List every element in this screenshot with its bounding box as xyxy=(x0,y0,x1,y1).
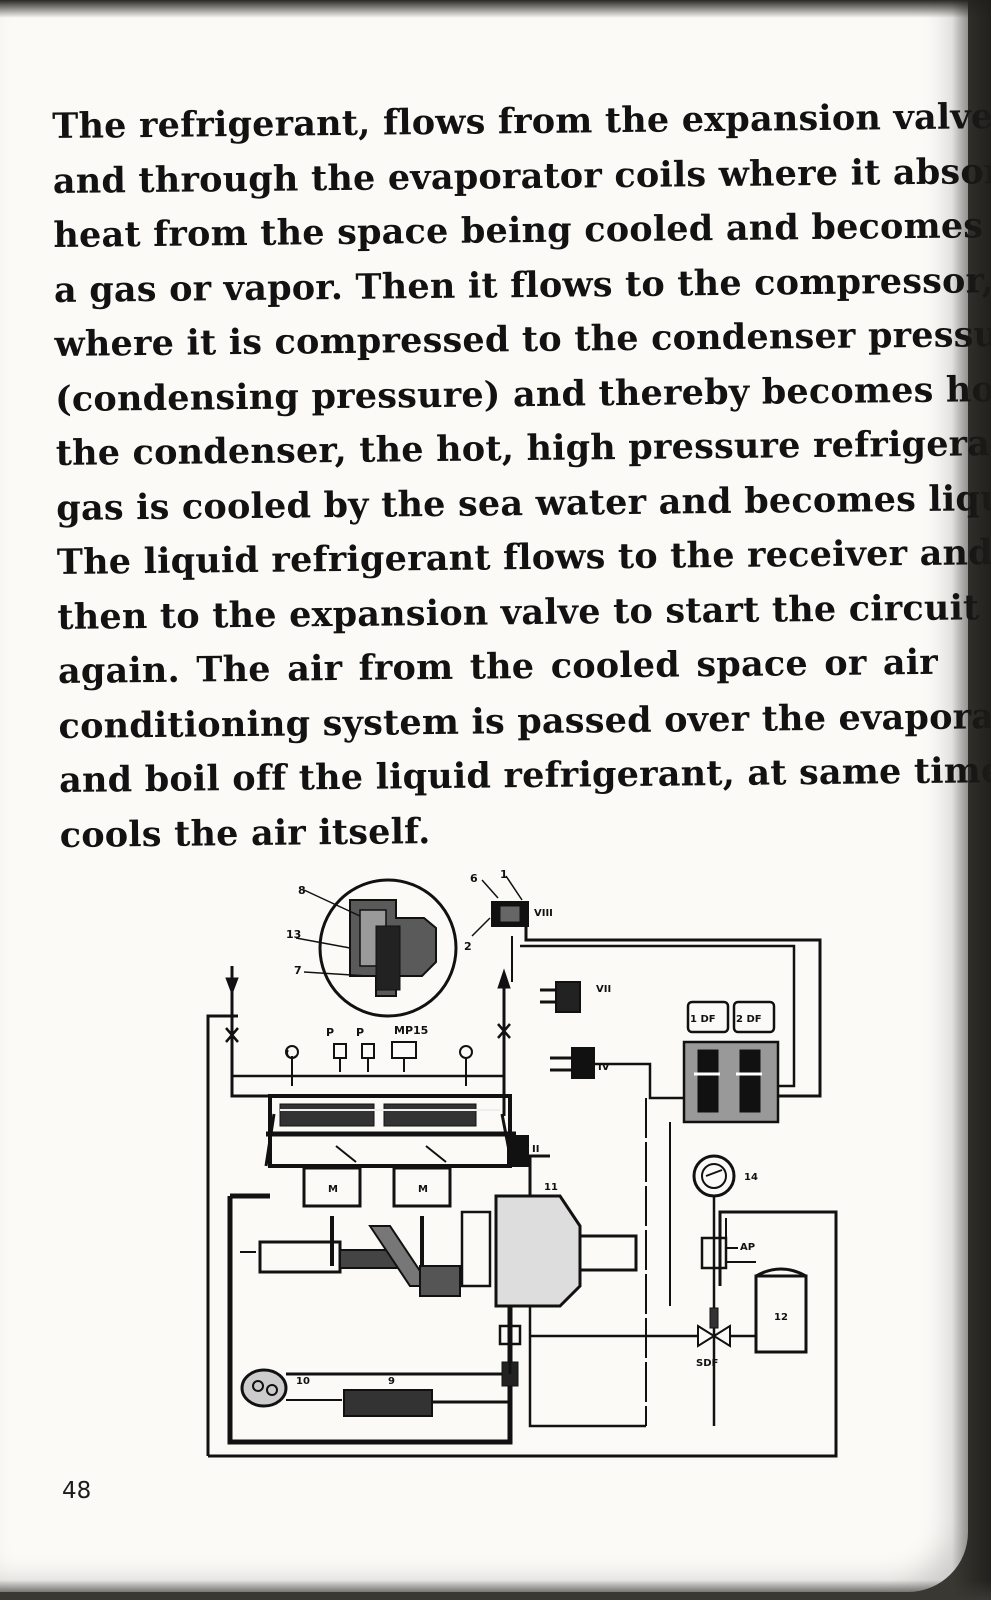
text-line: where it is compressed to the condenser … xyxy=(54,313,991,365)
label-ap: AP xyxy=(740,1242,755,1253)
label-p3: P xyxy=(356,1026,364,1039)
page-edge-shadow xyxy=(952,0,991,1600)
label-sdf: SDF xyxy=(696,1358,718,1369)
label-m1: M xyxy=(328,1184,338,1195)
text-line: cools the air itself. xyxy=(59,810,431,856)
label-mp15: MP15 xyxy=(394,1024,428,1037)
text-line: heat from the space being cooled and bec… xyxy=(53,205,984,256)
label-vii: VII xyxy=(596,984,611,995)
text-line: gas is cooled by the sea water and becom… xyxy=(56,477,991,529)
page-number: 48 xyxy=(62,1478,92,1504)
text-line: a gas or vapor. Then it flows to the com… xyxy=(53,259,991,311)
label-iv: IV xyxy=(598,1062,610,1073)
text-line: The refrigerant, flows from the expansio… xyxy=(52,96,991,147)
text-line: The liquid refrigerant flows to the rece… xyxy=(56,532,991,583)
label-14: 14 xyxy=(744,1172,758,1183)
text-line: the condenser, the hot, high pressure re… xyxy=(55,422,991,474)
label-10: 10 xyxy=(296,1376,310,1387)
label-2: 2 xyxy=(464,940,472,953)
label-p2: P xyxy=(326,1026,334,1039)
body-paragraph: The refrigerant, flows from the expansio… xyxy=(52,91,991,863)
refrigeration-system-diagram: 8 13 7 6 1 2 VIII VII IV II P P MP15 1 D… xyxy=(206,868,838,1458)
label-11: 11 xyxy=(544,1182,558,1193)
text-line: and boil off the liquid refrigerant, at … xyxy=(58,750,991,801)
label-9: 9 xyxy=(388,1376,395,1387)
label-6: 6 xyxy=(470,872,478,885)
text-line: and through the evaporator coils where i… xyxy=(52,150,991,202)
top-shadow xyxy=(0,0,991,18)
text-line: again. The air from the cooled space or … xyxy=(57,641,939,692)
label-13: 13 xyxy=(286,928,301,941)
label-7: 7 xyxy=(294,964,302,977)
label-8: 8 xyxy=(298,884,306,897)
label-m2: M xyxy=(418,1184,428,1195)
label-1df: 1 DF xyxy=(690,1014,716,1025)
text-line: (condensing pressure) and thereby become… xyxy=(54,367,991,420)
page-bottom-shadow xyxy=(0,1580,991,1600)
text-line: conditioning system is passed over the e… xyxy=(58,695,991,747)
label-12: 12 xyxy=(774,1312,788,1323)
label-ii: II xyxy=(532,1144,539,1155)
label-2df: 2 DF xyxy=(736,1014,762,1025)
label-1: 1 xyxy=(500,868,508,881)
text-line: then to the expansion valve to start the… xyxy=(57,586,980,638)
label-viii: VIII xyxy=(534,908,553,919)
